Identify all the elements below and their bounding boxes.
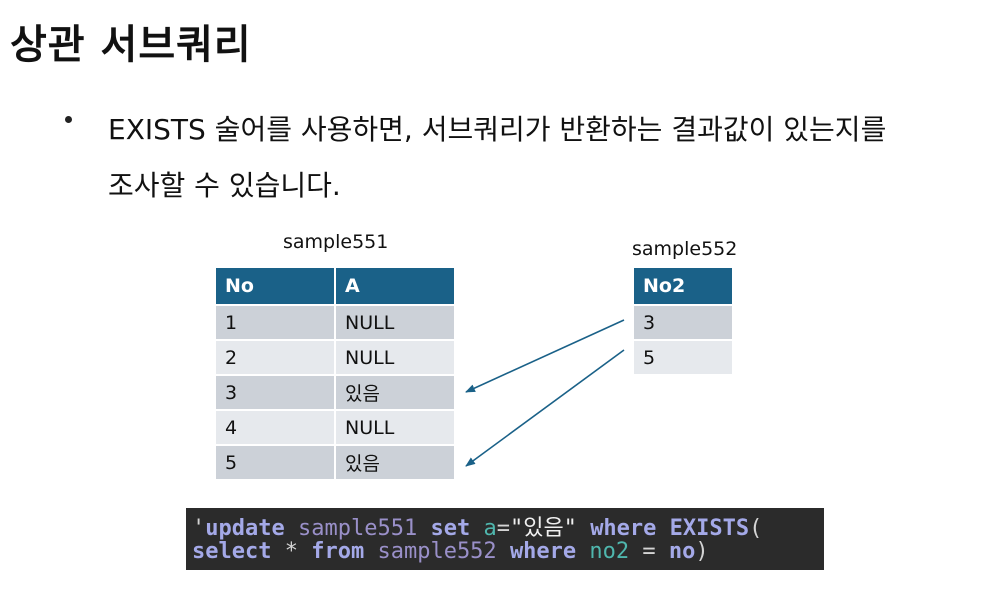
code-keyword-select: select — [192, 539, 272, 564]
slide-title: 상관 서브쿼리 — [10, 22, 252, 68]
code-keyword-where: where — [509, 539, 577, 564]
code-line-1: 'update sample551 set a="있음" where EXIST… — [192, 510, 762, 542]
bullet-text-line-2: 조사할 수 있습니다. — [108, 169, 341, 202]
column-header-no2: No2 — [632, 266, 734, 306]
code-keyword-update: update — [205, 516, 285, 541]
code-lead-mark: ' — [192, 516, 206, 541]
cell-no: 2 — [214, 339, 336, 376]
code-string-value: "있음" — [509, 516, 577, 541]
code-star: * — [284, 539, 298, 564]
table-sample551: No A 1 NULL 2 NULL 3 있음 4 NULL 5 있음 — [214, 266, 456, 481]
bullet-text-line-1: EXISTS 술어를 사용하면, 서브쿼리가 반환하는 결과값이 있는지를 — [108, 113, 887, 146]
table-row: 3 있음 — [214, 374, 456, 411]
cell-no2: 3 — [632, 304, 734, 341]
table-row: 2 NULL — [214, 339, 456, 376]
arrow-row3-to-match — [465, 319, 625, 393]
cell-a: NULL — [334, 339, 456, 376]
code-column-no2: no2 — [589, 539, 630, 564]
cell-a: NULL — [334, 409, 456, 446]
code-paren-close: ) — [695, 539, 709, 564]
code-table-sample551: sample551 — [297, 516, 418, 541]
column-header-no: No — [214, 266, 336, 306]
cell-a: 있음 — [334, 374, 456, 411]
cell-no: 3 — [214, 374, 336, 411]
code-keyword-exists: EXISTS — [669, 516, 750, 541]
table-row: 3 — [632, 304, 734, 341]
table-row: 5 — [632, 339, 734, 376]
column-header-a: A — [334, 266, 456, 306]
arrow-row5-to-match — [465, 349, 625, 467]
cell-a: 있음 — [334, 444, 456, 481]
cell-no: 4 — [214, 409, 336, 446]
table-caption-sample552: sample552 — [632, 238, 738, 260]
cell-a: NULL — [334, 304, 456, 341]
code-operator-eq: = — [642, 539, 656, 564]
code-operator-eq: = — [496, 516, 510, 541]
code-keyword-from: from — [311, 539, 365, 564]
cell-no: 5 — [214, 444, 336, 481]
cell-no: 1 — [214, 304, 336, 341]
table-row: 5 있음 — [214, 444, 456, 481]
table-row: 4 NULL — [214, 409, 456, 446]
code-paren-open: ( — [749, 516, 763, 541]
sql-code-block: 'update sample551 set a="있음" where EXIST… — [186, 508, 824, 570]
table-header-row: No2 — [632, 266, 734, 306]
code-keyword-set: set — [430, 516, 471, 541]
table-caption-sample551: sample551 — [283, 231, 389, 253]
code-column-a: a — [483, 516, 497, 541]
table-sample552: No2 3 5 — [632, 266, 734, 376]
table-row: 1 NULL — [214, 304, 456, 341]
code-keyword-where: where — [590, 516, 657, 541]
cell-no2: 5 — [632, 339, 734, 376]
table-header-row: No A — [214, 266, 456, 306]
bullet-dot — [65, 116, 72, 123]
code-column-no: no — [668, 539, 696, 564]
code-line-2: select * from sample552 where no2 = no) — [192, 539, 709, 564]
code-table-sample552: sample552 — [377, 539, 497, 564]
